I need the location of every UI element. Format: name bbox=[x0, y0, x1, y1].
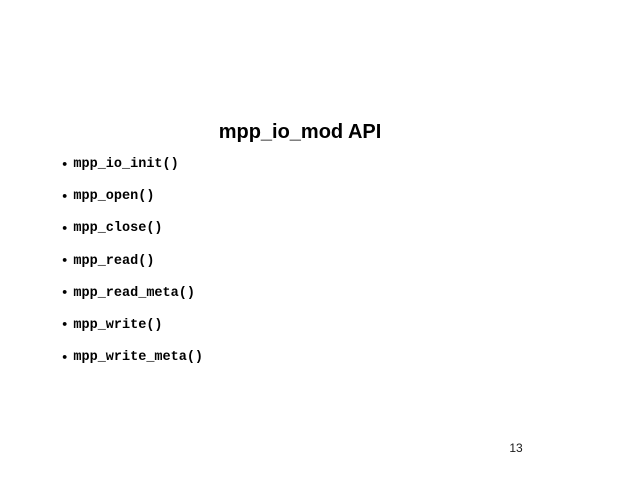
bullet-icon: ● bbox=[62, 255, 68, 266]
bullet-item-label: mpp_write_meta() bbox=[73, 350, 204, 366]
list-item: ● mpp_read() bbox=[62, 253, 203, 269]
bullet-item-label: mpp_open() bbox=[73, 189, 155, 205]
bullet-item-label: mpp_read() bbox=[73, 253, 155, 269]
bullet-icon: ● bbox=[62, 191, 68, 202]
page-title: mpp_io_mod API bbox=[218, 121, 382, 143]
list-item: ● mpp_close() bbox=[62, 222, 203, 236]
bullet-list: ● mpp_io_init() ● mpp_open() ● mpp_close… bbox=[62, 158, 203, 383]
bullet-icon: ● bbox=[62, 287, 68, 298]
bullet-icon: ● bbox=[62, 319, 68, 330]
bullet-item-label: mpp_io_init() bbox=[73, 157, 179, 172]
bullet-item-label: mpp_write() bbox=[73, 317, 163, 333]
page-number: 13 bbox=[509, 441, 523, 455]
bullet-icon: ● bbox=[62, 223, 68, 234]
bullet-item-label: mpp_close() bbox=[73, 221, 163, 237]
list-item: ● mpp_write() bbox=[62, 317, 203, 333]
bullet-icon: ● bbox=[62, 159, 68, 169]
bullet-item-label: mpp_read_meta() bbox=[73, 285, 195, 301]
list-item: ● mpp_open() bbox=[62, 190, 203, 204]
list-item: ● mpp_io_init() bbox=[62, 158, 203, 172]
bullet-icon: ● bbox=[62, 352, 68, 363]
list-item: ● mpp_read_meta() bbox=[62, 285, 203, 301]
list-item: ● mpp_write_meta() bbox=[62, 351, 203, 365]
